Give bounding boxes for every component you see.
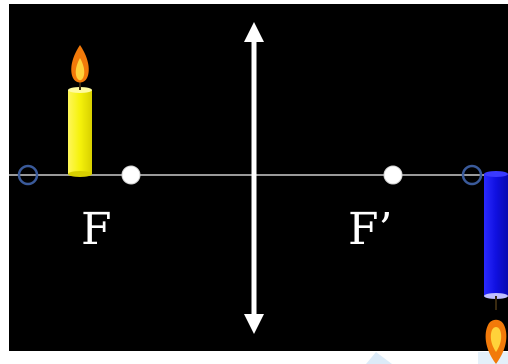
double-arrow-lens-icon	[244, 22, 264, 334]
upright-candle-icon	[68, 45, 92, 177]
open-circle-marker-left	[17, 164, 39, 186]
inverted-candle-icon	[484, 171, 508, 364]
focal-point-dot-left	[121, 165, 141, 185]
corner-artifact-left	[366, 352, 392, 364]
focal-point-dot-right	[383, 165, 403, 185]
focus-label-right: F’	[348, 204, 393, 255]
focus-label-left: F	[81, 204, 112, 255]
bottom-strip	[362, 351, 508, 364]
open-circle-marker-right	[461, 164, 483, 186]
diagram-canvas	[9, 4, 508, 351]
